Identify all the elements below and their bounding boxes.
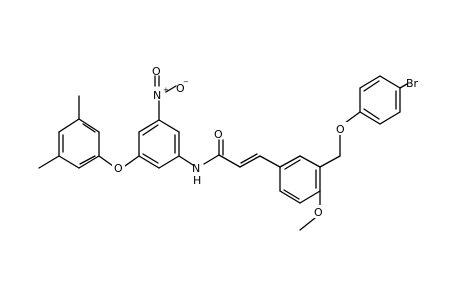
methoxy-oxygen-label: O: [314, 206, 323, 219]
bromophenyl-ring: [359, 75, 408, 125]
dimethylphenyl-ring: [38, 95, 100, 169]
amide-nitrogen-label: N: [192, 162, 200, 175]
bonds: [38, 75, 408, 231]
alkene-bond-3: [259, 155, 281, 168]
alkene-bond-1: [218, 154, 241, 168]
methyl-bond-left: [38, 155, 60, 169]
alkene-bond-2b: [240, 153, 258, 164]
n-carbonyl-bond: [203, 154, 220, 165]
nitro-no-bond: [165, 85, 177, 93]
methoxy-methyl-bond: [299, 217, 316, 231]
nitro-oxygen-charge: −: [183, 78, 189, 86]
carbonyl-oxygen-label: O: [214, 128, 223, 141]
amide-hydrogen-label: H: [193, 174, 201, 187]
nitro-nitrogen-charge: +: [163, 86, 169, 94]
nitrophenyl-ring: [138, 100, 180, 169]
ether-bond-right: [124, 155, 140, 167]
o-aryl-bond: [344, 111, 361, 124]
phenoxy-oxygen-label: O: [336, 123, 345, 136]
aryl-ether-oxygen-label: O: [114, 162, 123, 175]
nitro-oxygen-top-label: O: [152, 65, 161, 78]
bromine-label: Br: [406, 77, 419, 90]
nitro-nitrogen-label: N: [153, 89, 161, 102]
benzyl-bond: [319, 155, 341, 168]
atom-labels: Br O O O O N H N + O O −: [112, 65, 419, 219]
c-br-bond: [399, 83, 408, 89]
aryl-n-bond: [178, 155, 194, 166]
ether-bond-left: [98, 155, 114, 167]
nitro-oxygen-right-label: O: [176, 82, 185, 95]
alkene-bond-2a: [239, 155, 261, 168]
methoxy-ring: [279, 155, 341, 206]
